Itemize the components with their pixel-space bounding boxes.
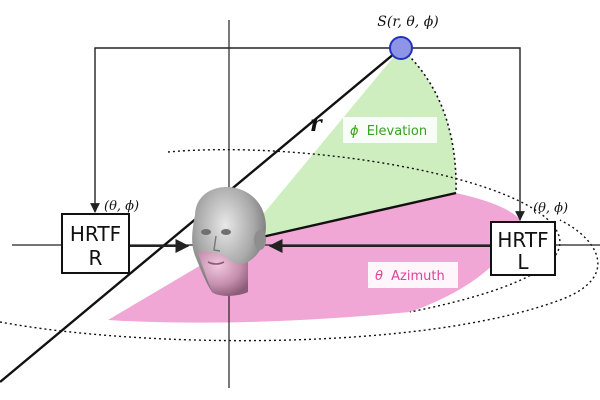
- sound-source-dot[interactable]: [389, 36, 413, 60]
- azimuth-label: θ Azimuth: [368, 262, 458, 288]
- source-label: S(r, θ, ϕ): [377, 14, 438, 30]
- hrtf-r-param: (θ, ϕ): [104, 199, 139, 214]
- signal-line-left: [412, 47, 525, 221]
- azimuth-ray: [239, 191, 457, 244]
- radius-label: r: [310, 111, 323, 137]
- elevation-sector: [240, 48, 457, 242]
- elevation-word: Elevation: [367, 124, 427, 139]
- svg-text:θ Azimuth: θ Azimuth: [375, 269, 445, 284]
- svg-text:ϕ Elevation: ϕ Elevation: [350, 124, 427, 139]
- hrtf-l-line1: HRTF: [497, 228, 548, 252]
- hrtf-l-param: (θ, ϕ): [533, 201, 568, 216]
- hrtf-r-line1: HRTF: [70, 222, 121, 246]
- orbit-ellipse-outer: [0, 219, 599, 342]
- hrtf-r-block[interactable]: HRTF R: [61, 213, 130, 274]
- head-icon: [192, 187, 266, 296]
- signal-line-right: [90, 47, 390, 213]
- hrtf-r-line2: R: [89, 246, 103, 270]
- elevation-arc: [400, 47, 457, 194]
- hrtf-l-line2: L: [517, 250, 529, 274]
- hrtf-l-block[interactable]: HRTF L: [490, 221, 556, 276]
- elevation-label: ϕ Elevation: [343, 117, 437, 143]
- azimuth-symbol: θ: [375, 269, 383, 284]
- elevation-symbol: ϕ: [350, 124, 359, 139]
- orbit-ellipse-inner: [167, 148, 561, 313]
- azimuth-word: Azimuth: [391, 269, 445, 284]
